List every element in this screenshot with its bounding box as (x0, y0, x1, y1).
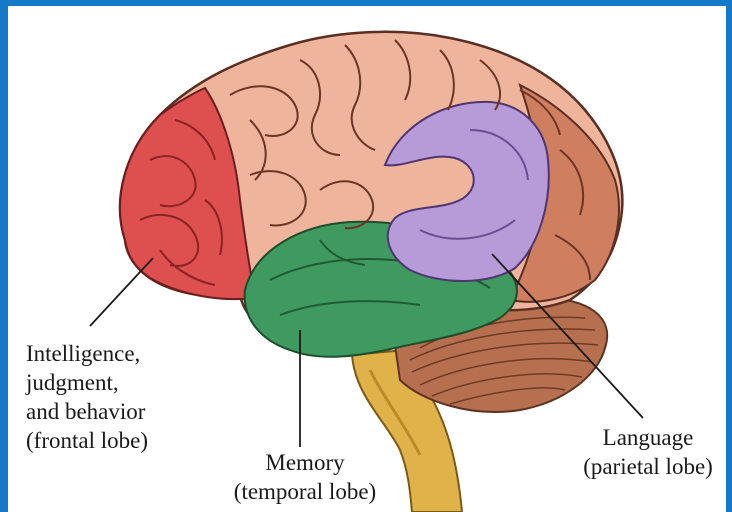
frontal-leader-line (90, 258, 153, 326)
frontal-label-line-2: judgment, (26, 368, 148, 397)
frontal-label-line-1: Intelligence, (26, 339, 148, 368)
parietal-label-line-1: Language (568, 423, 728, 452)
parietal-label-line-2: (parietal lobe) (568, 452, 728, 481)
parietal-lobe-label: Language (parietal lobe) (568, 423, 728, 481)
frontal-label-line-4: (frontal lobe) (26, 426, 148, 455)
temporal-label-line-1: Memory (215, 448, 395, 477)
temporal-lobe-label: Memory (temporal lobe) (215, 448, 395, 506)
frontal-lobe-label: Intelligence, judgment, and behavior (fr… (26, 339, 148, 455)
frontal-label-line-3: and behavior (26, 397, 148, 426)
temporal-label-line-2: (temporal lobe) (215, 477, 395, 506)
